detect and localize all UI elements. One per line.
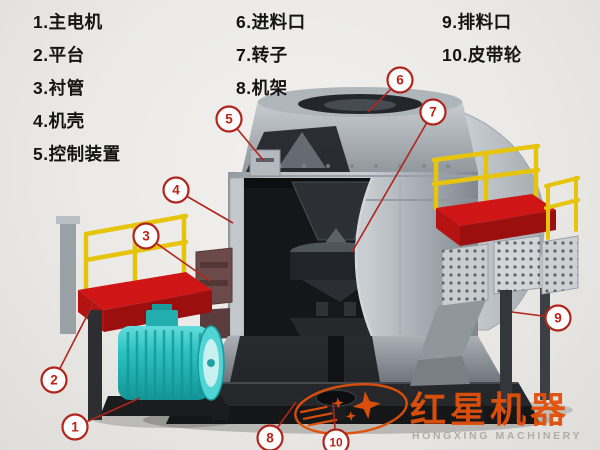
- screen-panel-3-holes: [542, 236, 578, 294]
- right-assembly: [410, 143, 580, 408]
- motor-terminal-cap: [152, 304, 172, 313]
- rotor-support: [290, 318, 372, 336]
- shaft-lower: [328, 336, 344, 394]
- base-leg-3: [468, 404, 484, 420]
- emblem-star-small-2: [345, 411, 356, 422]
- platform-right-top: [436, 194, 556, 226]
- callout-number-8: 8: [266, 431, 274, 446]
- main-motor: [100, 304, 230, 416]
- feed-inlet-cone: [324, 99, 396, 111]
- callout-number-5: 5: [225, 112, 233, 127]
- feed-cone: [291, 181, 372, 241]
- hopper-inner-cone: [278, 132, 326, 168]
- callout-number-7: 7: [429, 105, 437, 120]
- callout-circle-9: [544, 304, 572, 332]
- platform-support-column: [88, 310, 102, 420]
- brand-emblem: [294, 383, 408, 435]
- lower-casing-cutaway: [230, 336, 380, 382]
- motor-terminal-box: [146, 310, 178, 330]
- callout-circle-7: [419, 98, 447, 126]
- right-leg-1: [500, 290, 512, 408]
- support-post-cap: [56, 216, 80, 224]
- platform-right: [436, 194, 556, 246]
- callout-layer: 1 2 3 4 5 6 7 8 9 10: [40, 66, 572, 450]
- liner-stripe: [200, 262, 228, 268]
- emblem-star-large: [352, 391, 381, 419]
- screen-panel-3: [541, 235, 579, 295]
- callout-circle-10: [322, 428, 350, 450]
- brand-name-en: HONGXING MACHINERY: [412, 430, 582, 442]
- far-rail-mid: [544, 198, 580, 210]
- platform-left-top: [78, 272, 212, 310]
- support-post-left: [60, 222, 76, 334]
- callout-circle-3: [132, 222, 160, 250]
- callout-circle-8: [256, 424, 284, 450]
- callout-circle-6: [386, 66, 414, 94]
- left-assembly: [56, 213, 230, 420]
- callout-number-6: 6: [396, 73, 404, 88]
- callout-number-4: 4: [172, 183, 180, 198]
- control-device: [249, 149, 281, 177]
- callout-line-2: [53, 297, 97, 381]
- screen-panel-2-holes: [494, 236, 540, 294]
- liner-stripe-2: [200, 280, 228, 286]
- control-device-slot: [256, 158, 274, 162]
- screen-panel-1-holes: [442, 244, 488, 306]
- brand-name-cn: 红星机器: [410, 389, 570, 430]
- callout-circle-5: [215, 105, 243, 133]
- callout-number-10: 10: [329, 436, 343, 450]
- belt-pulley: [315, 389, 357, 407]
- discharge-chute-lower: [410, 356, 470, 386]
- watermark: 红星机器 HONGXING MACHINERY: [294, 383, 582, 442]
- callout-circle-4: [162, 176, 190, 204]
- platform-right-front: [460, 210, 556, 246]
- callout-circle-1: [61, 413, 89, 441]
- cutaway-edge: [354, 177, 374, 337]
- railing-far-right: [544, 176, 580, 240]
- callout-number-3: 3: [142, 229, 150, 244]
- callout-line-7: [351, 111, 434, 253]
- right-leg-2: [540, 288, 550, 400]
- discharge-chute-upper: [418, 300, 486, 360]
- callout-number-9: 9: [554, 311, 562, 326]
- screen-panel-2: [493, 235, 541, 295]
- emblem-star-small-1: [332, 397, 344, 409]
- callout-number-2: 2: [50, 373, 58, 388]
- platform-right-side: [436, 208, 460, 246]
- screen-panel-1: [441, 243, 489, 307]
- emblem-speed-lines: [299, 405, 338, 427]
- railing-right: [431, 143, 541, 211]
- callout-circle-2: [40, 366, 68, 394]
- callout-number-1: 1: [71, 420, 79, 435]
- rotor-cone: [302, 280, 370, 302]
- far-rail-top: [544, 176, 580, 188]
- motor-hub: [207, 359, 215, 367]
- emblem-oval: [294, 383, 408, 435]
